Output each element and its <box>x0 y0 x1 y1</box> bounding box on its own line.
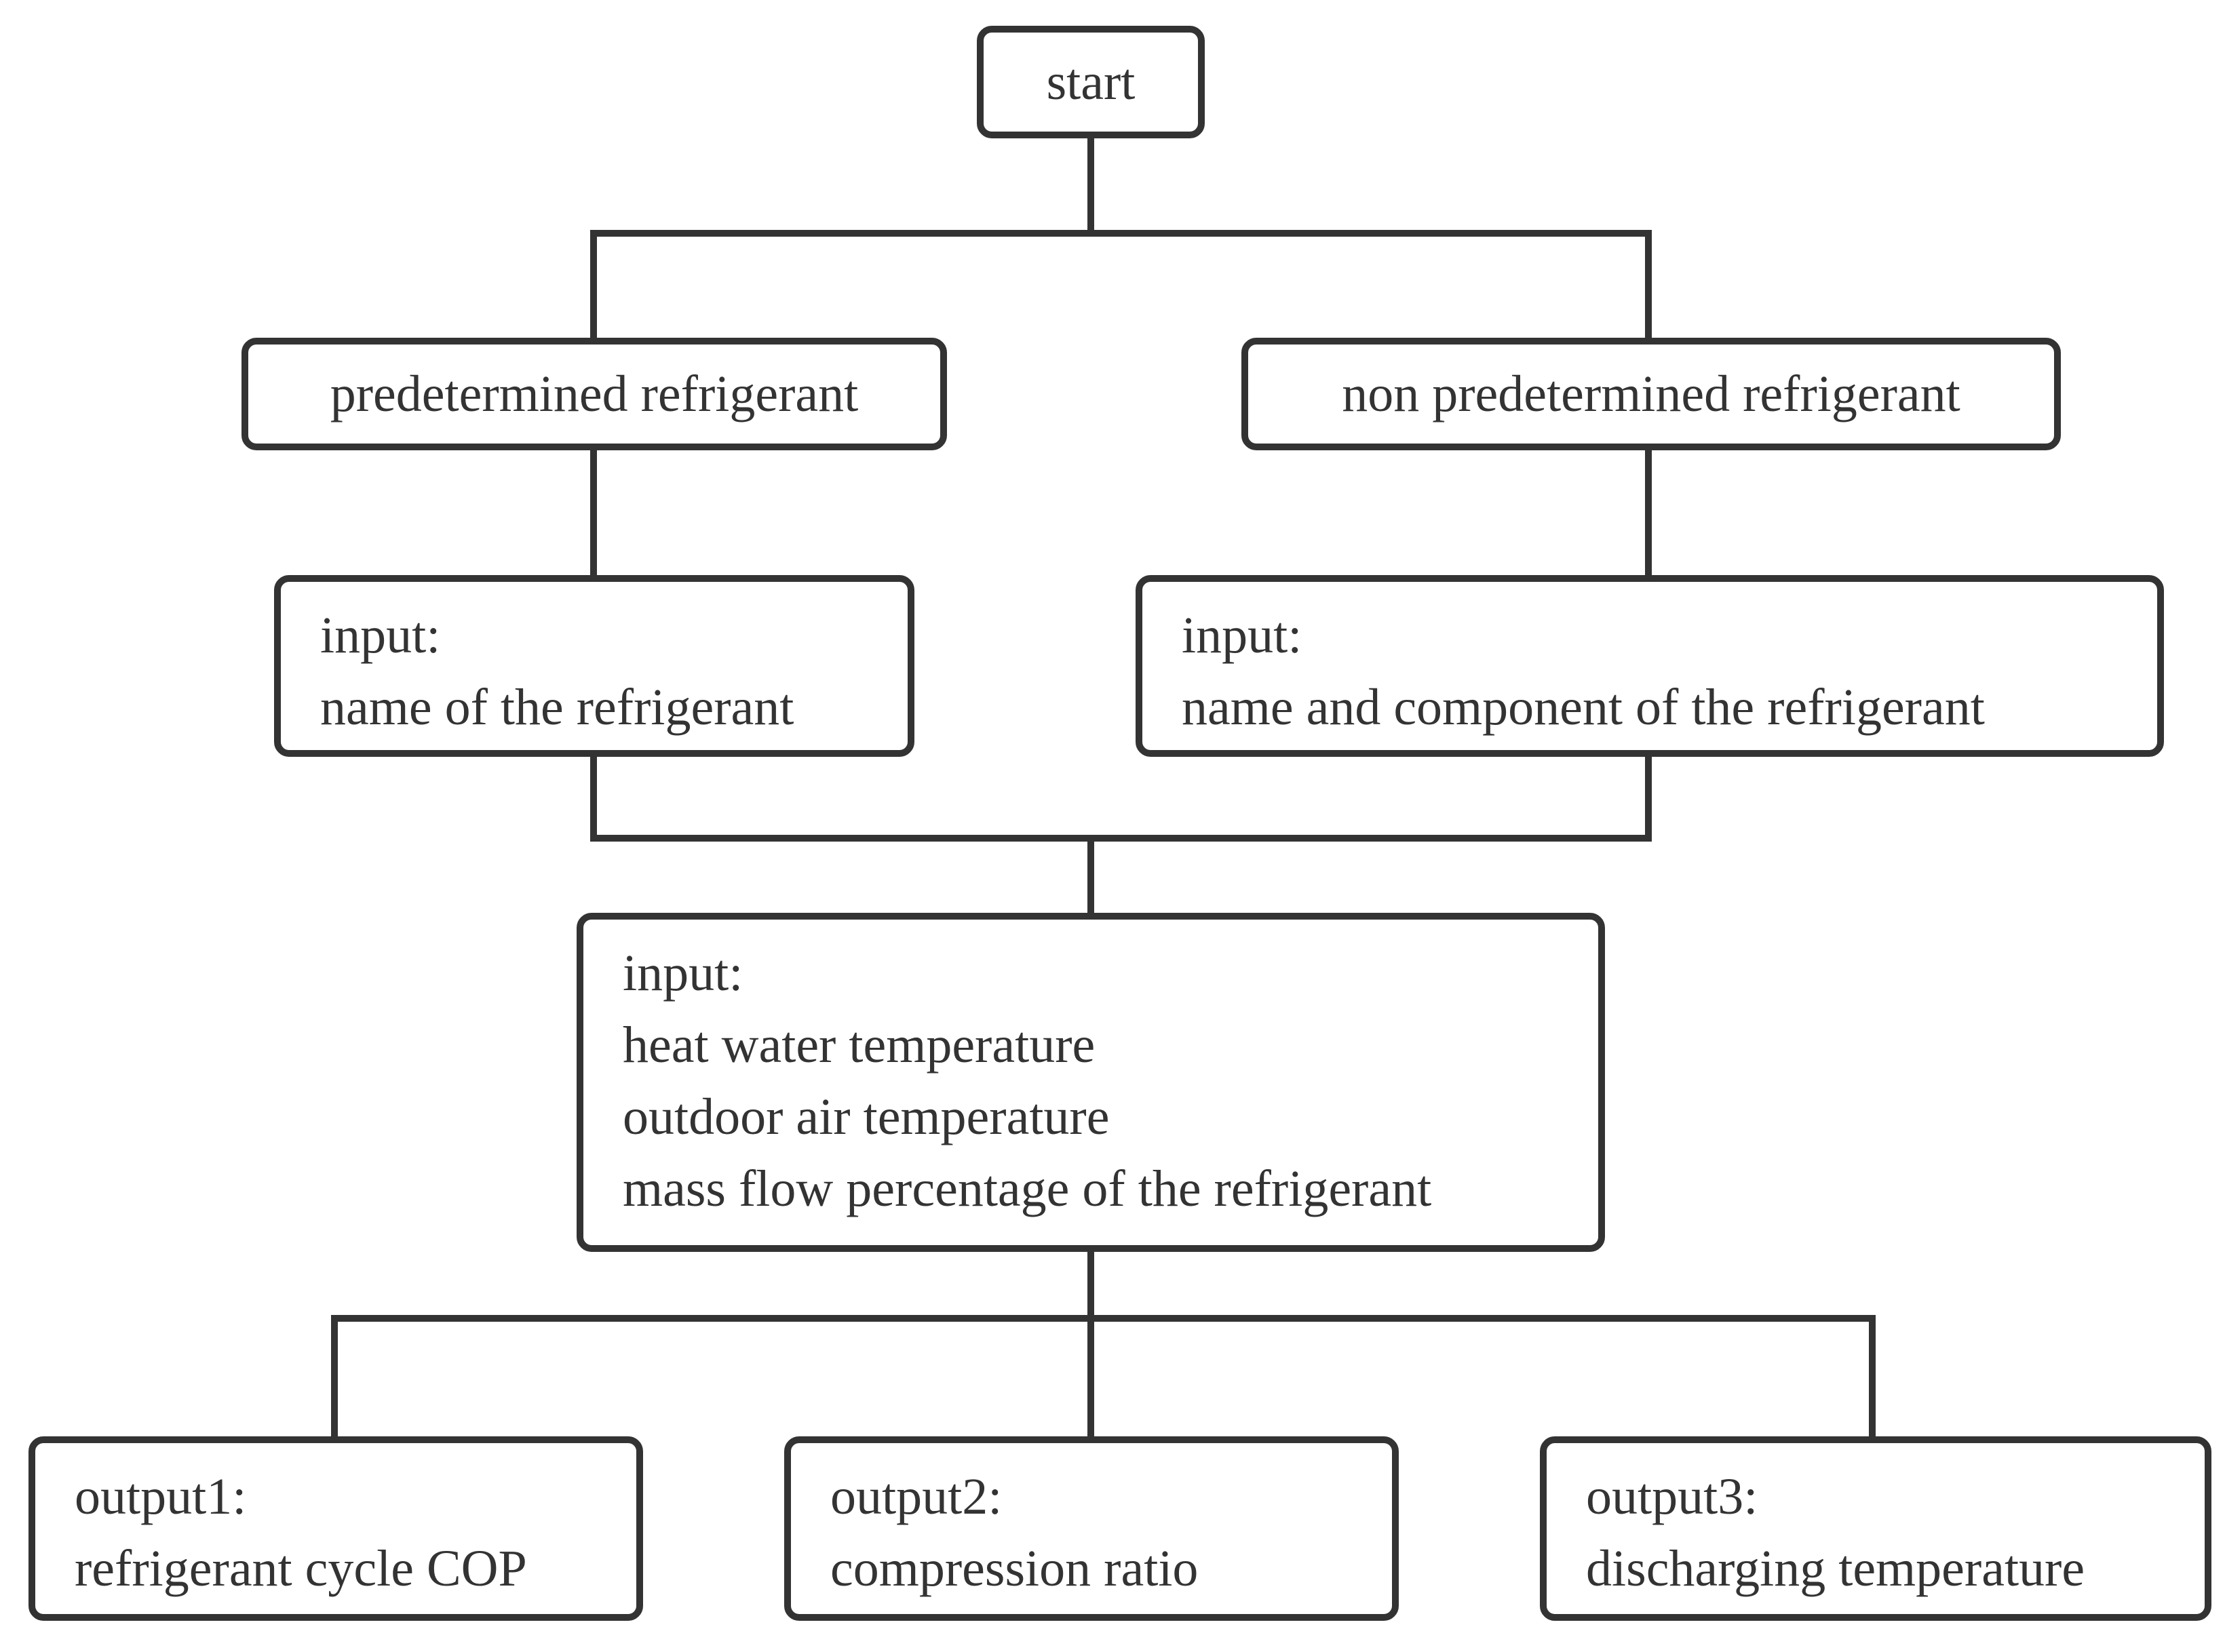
output2-text: compression ratio <box>830 1540 1199 1597</box>
output3-text: discharging temperature <box>1586 1540 2085 1597</box>
non-predetermined-input-line: name and component of the refrigerant <box>1182 679 1985 736</box>
conditions-input-line: outdoor air temperature <box>623 1088 1110 1145</box>
output1-heading: output1: <box>75 1468 247 1525</box>
predetermined-refrigerant-label: predetermined refrigerant <box>330 366 859 422</box>
conditions-input-line: mass flow percentage of the refrigerant <box>623 1160 1432 1217</box>
predetermined-input-line: name of the refrigerant <box>320 679 794 736</box>
start-box: start <box>977 26 1205 138</box>
output1-box: output1: refrigerant cycle COP <box>28 1436 643 1621</box>
output3-box: output3: discharging temperature <box>1540 1436 2211 1621</box>
non-predetermined-refrigerant-label: non predetermined refrigerant <box>1342 366 1960 422</box>
non-predetermined-input-box: input: name and component of the refrige… <box>1136 575 2164 757</box>
non-predetermined-input-heading: input: <box>1182 607 1302 664</box>
output2-heading: output2: <box>830 1468 1003 1525</box>
predetermined-refrigerant-box: predetermined refrigerant <box>241 338 947 450</box>
output1-text: refrigerant cycle COP <box>75 1540 527 1597</box>
predetermined-input-heading: input: <box>320 607 441 664</box>
start-label: start <box>1046 54 1136 111</box>
output2-box: output2: compression ratio <box>784 1436 1399 1621</box>
conditions-input-line: heat water temperature <box>623 1017 1096 1074</box>
conditions-input-box: input: heat water temperature outdoor ai… <box>577 913 1605 1252</box>
conditions-input-heading: input: <box>623 945 743 1002</box>
output3-heading: output3: <box>1586 1468 1758 1525</box>
non-predetermined-refrigerant-box: non predetermined refrigerant <box>1241 338 2061 450</box>
predetermined-input-box: input: name of the refrigerant <box>274 575 914 757</box>
